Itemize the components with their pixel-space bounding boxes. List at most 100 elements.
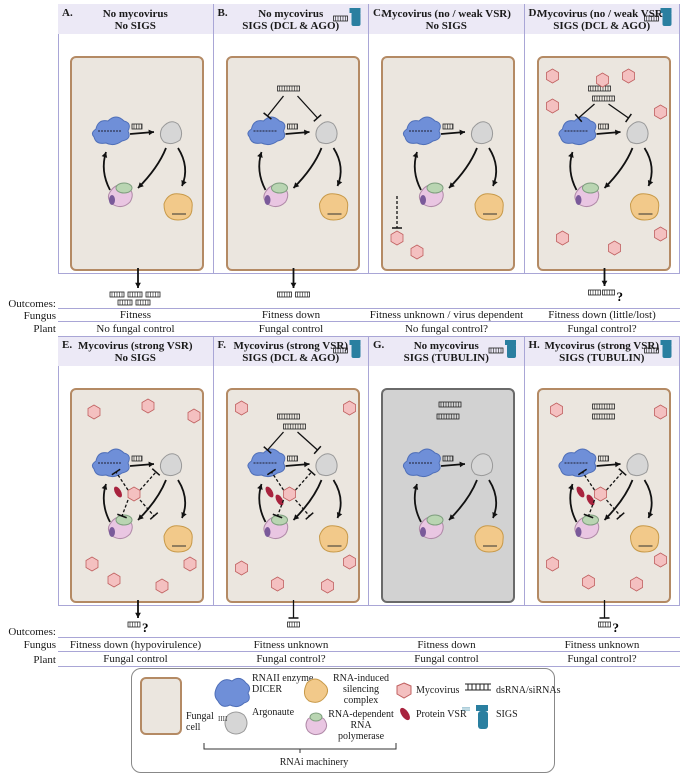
inhibit-bar bbox=[583, 513, 594, 519]
divider bbox=[58, 321, 680, 322]
panel-letter: E. bbox=[62, 339, 73, 351]
spray-bottle-icon bbox=[351, 344, 361, 358]
mycovirus-icon bbox=[396, 682, 412, 699]
mycovirus-icon bbox=[390, 230, 404, 246]
dsrna-icon bbox=[442, 455, 454, 462]
protein-vsr-icon bbox=[576, 486, 585, 498]
dsrna-icon bbox=[131, 123, 143, 130]
inhibit-ago bbox=[608, 103, 629, 119]
mycovirus-icon bbox=[321, 578, 334, 594]
arrowhead bbox=[492, 180, 498, 186]
rdrp-purple-icon bbox=[109, 527, 115, 537]
plant-outcome: Fungal control? bbox=[256, 653, 326, 665]
arrowhead bbox=[304, 461, 310, 468]
risc-icon bbox=[163, 193, 193, 221]
arrowhead bbox=[135, 612, 141, 618]
argonaute-icon bbox=[159, 453, 183, 477]
protein-vsr-icon bbox=[114, 486, 122, 498]
svg-text:IIII: IIII bbox=[462, 707, 470, 713]
protein-vsr-icon bbox=[586, 494, 595, 506]
mycovirus-icon bbox=[550, 402, 563, 418]
spray-nozzle bbox=[505, 340, 516, 345]
rdrp-purple-icon bbox=[264, 195, 271, 205]
mycovirus-icon bbox=[107, 572, 121, 588]
plant-outcome: Fungal control bbox=[258, 323, 324, 335]
inhibit-bar bbox=[616, 512, 625, 520]
legend: Fungal cell RNAII enzyme DICER Argonaute… bbox=[131, 668, 560, 773]
inhibit-line bbox=[139, 499, 155, 517]
inhibit-line bbox=[139, 471, 157, 491]
arrowhead bbox=[138, 514, 144, 520]
panel-body bbox=[525, 34, 680, 274]
arrowhead bbox=[257, 484, 263, 490]
dsrna-icon bbox=[592, 413, 615, 420]
panel-body bbox=[214, 34, 369, 274]
inhibit-bar bbox=[625, 113, 632, 123]
inhibit-ago bbox=[297, 95, 318, 119]
inhibit-bar bbox=[117, 513, 127, 519]
rdrp-green-icon bbox=[426, 182, 444, 194]
inhibit-bar bbox=[574, 113, 583, 123]
panel-title-line2: SIGS (TUBULIN) bbox=[403, 352, 489, 364]
arrowhead bbox=[336, 512, 343, 518]
inhibit-bar bbox=[151, 468, 161, 476]
arrowhead bbox=[568, 152, 574, 158]
panel-body bbox=[369, 34, 525, 274]
dsrna-icon bbox=[592, 403, 615, 410]
arrowhead bbox=[101, 152, 108, 158]
inhibit-line bbox=[115, 471, 129, 491]
plant-outcome: Fungal control bbox=[103, 653, 168, 665]
inhibit-line bbox=[606, 499, 621, 517]
dsrna-icon bbox=[283, 423, 306, 430]
inhibit-line bbox=[606, 471, 623, 491]
machinery-bracket bbox=[203, 743, 397, 753]
fungus-outcome: Fitness down (hypovirulence) bbox=[69, 639, 202, 651]
ago-to-rdrp-arrow bbox=[448, 147, 478, 189]
fungus-label-top: Fungus bbox=[23, 310, 56, 322]
protein-vsr-icon bbox=[275, 494, 284, 506]
risc-icon bbox=[629, 193, 660, 221]
mycovirus-icon bbox=[155, 578, 169, 594]
dsrna-icon bbox=[131, 455, 143, 462]
mycovirus-icon bbox=[608, 240, 621, 256]
dsrna-icon bbox=[436, 413, 460, 420]
mycovirus-icon bbox=[654, 226, 667, 242]
mycovirus-icon bbox=[343, 554, 356, 570]
fungal-cell bbox=[381, 388, 515, 603]
inhibit-line bbox=[295, 499, 310, 517]
argonaute-rna-icon: IIII bbox=[218, 715, 228, 723]
protein-vsr-icon bbox=[265, 486, 274, 498]
panel-body bbox=[525, 366, 680, 606]
inhibit-line bbox=[267, 431, 284, 451]
mycovirus-icon bbox=[546, 556, 559, 572]
panel-letter: C. bbox=[373, 7, 384, 19]
risc-icon bbox=[474, 193, 504, 221]
spray-bottle-icon bbox=[351, 12, 361, 26]
dsrna-icon bbox=[442, 123, 454, 130]
outcomes-label-top: Outcomes: bbox=[8, 298, 56, 310]
legend-mycovirus-label: Mycovirus bbox=[416, 685, 460, 696]
inhibit-dicer bbox=[266, 95, 285, 117]
dsrna-icon bbox=[287, 123, 298, 130]
arrowhead bbox=[604, 514, 611, 520]
argonaute-icon bbox=[470, 453, 494, 477]
arrowhead bbox=[181, 180, 187, 186]
mycovirus-icon bbox=[271, 576, 284, 592]
dsrna-icon bbox=[598, 455, 609, 462]
fungus-outcome: Fitness down bbox=[417, 639, 476, 651]
fungus-outcome: Fitness down bbox=[261, 309, 321, 321]
legend-fungal-cell-label: Fungal cell bbox=[186, 711, 214, 733]
panel-body bbox=[58, 366, 214, 606]
panel-title-line2: SIGS (DCL & AGO) bbox=[242, 20, 340, 32]
panel-title-line1: No mycovirus bbox=[102, 8, 168, 20]
argonaute-icon bbox=[470, 121, 494, 145]
rdrp-purple-icon bbox=[575, 527, 582, 537]
panel-letter: D. bbox=[528, 7, 540, 19]
plant-outcome: Fungal control? bbox=[567, 323, 637, 335]
arrowhead bbox=[459, 129, 465, 136]
spray-nozzle bbox=[660, 8, 672, 13]
risc-icon bbox=[474, 525, 504, 553]
mycovirus-icon bbox=[187, 408, 201, 424]
